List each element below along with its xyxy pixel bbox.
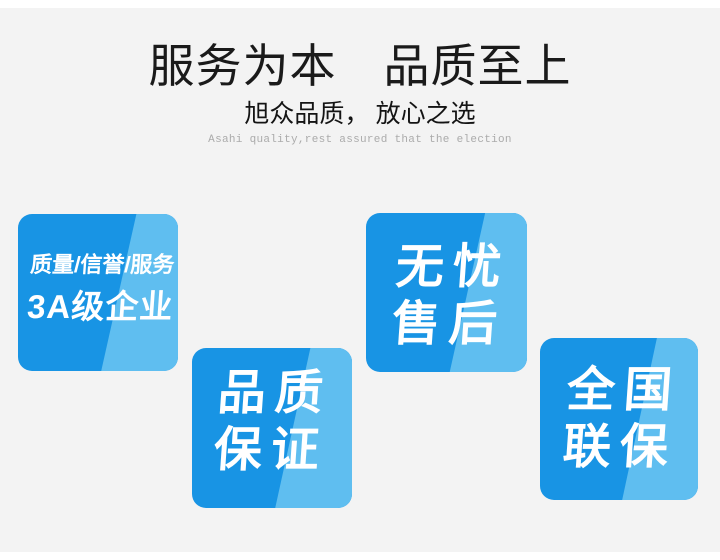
subtitle-english: Asahi quality,rest assured that the elec…: [208, 134, 512, 146]
badge-line-1: 品质: [216, 367, 334, 420]
badge-line-1: 质量/信誉/服务: [29, 252, 176, 277]
badge-text: 无忧 售后: [366, 213, 527, 353]
badge-line-2: 保证: [212, 424, 330, 477]
main-title: 服务为本 品质至上: [148, 40, 572, 92]
badge-3a-enterprise: 质量/信誉/服务 3A级企业: [18, 214, 178, 371]
badge-line-1: 无忧: [394, 241, 512, 294]
badge-nationwide-warranty: 全国 联保: [540, 338, 698, 500]
subtitle-chinese: 旭众品质， 放心之选: [244, 101, 476, 128]
badge-line-2: 联保: [561, 421, 679, 474]
badge-line-1: 全国: [565, 364, 683, 417]
badge-text: 品质 保证: [192, 348, 352, 479]
badge-text: 全国 联保: [540, 338, 698, 476]
badge-quality-guarantee: 品质 保证: [192, 348, 352, 508]
badge-text: 质量/信誉/服务 3A级企业: [18, 214, 178, 325]
badge-line-2: 3A级企业: [26, 288, 175, 325]
badge-worry-free-aftersales: 无忧 售后: [366, 213, 527, 372]
badge-line-2: 售后: [390, 298, 508, 351]
